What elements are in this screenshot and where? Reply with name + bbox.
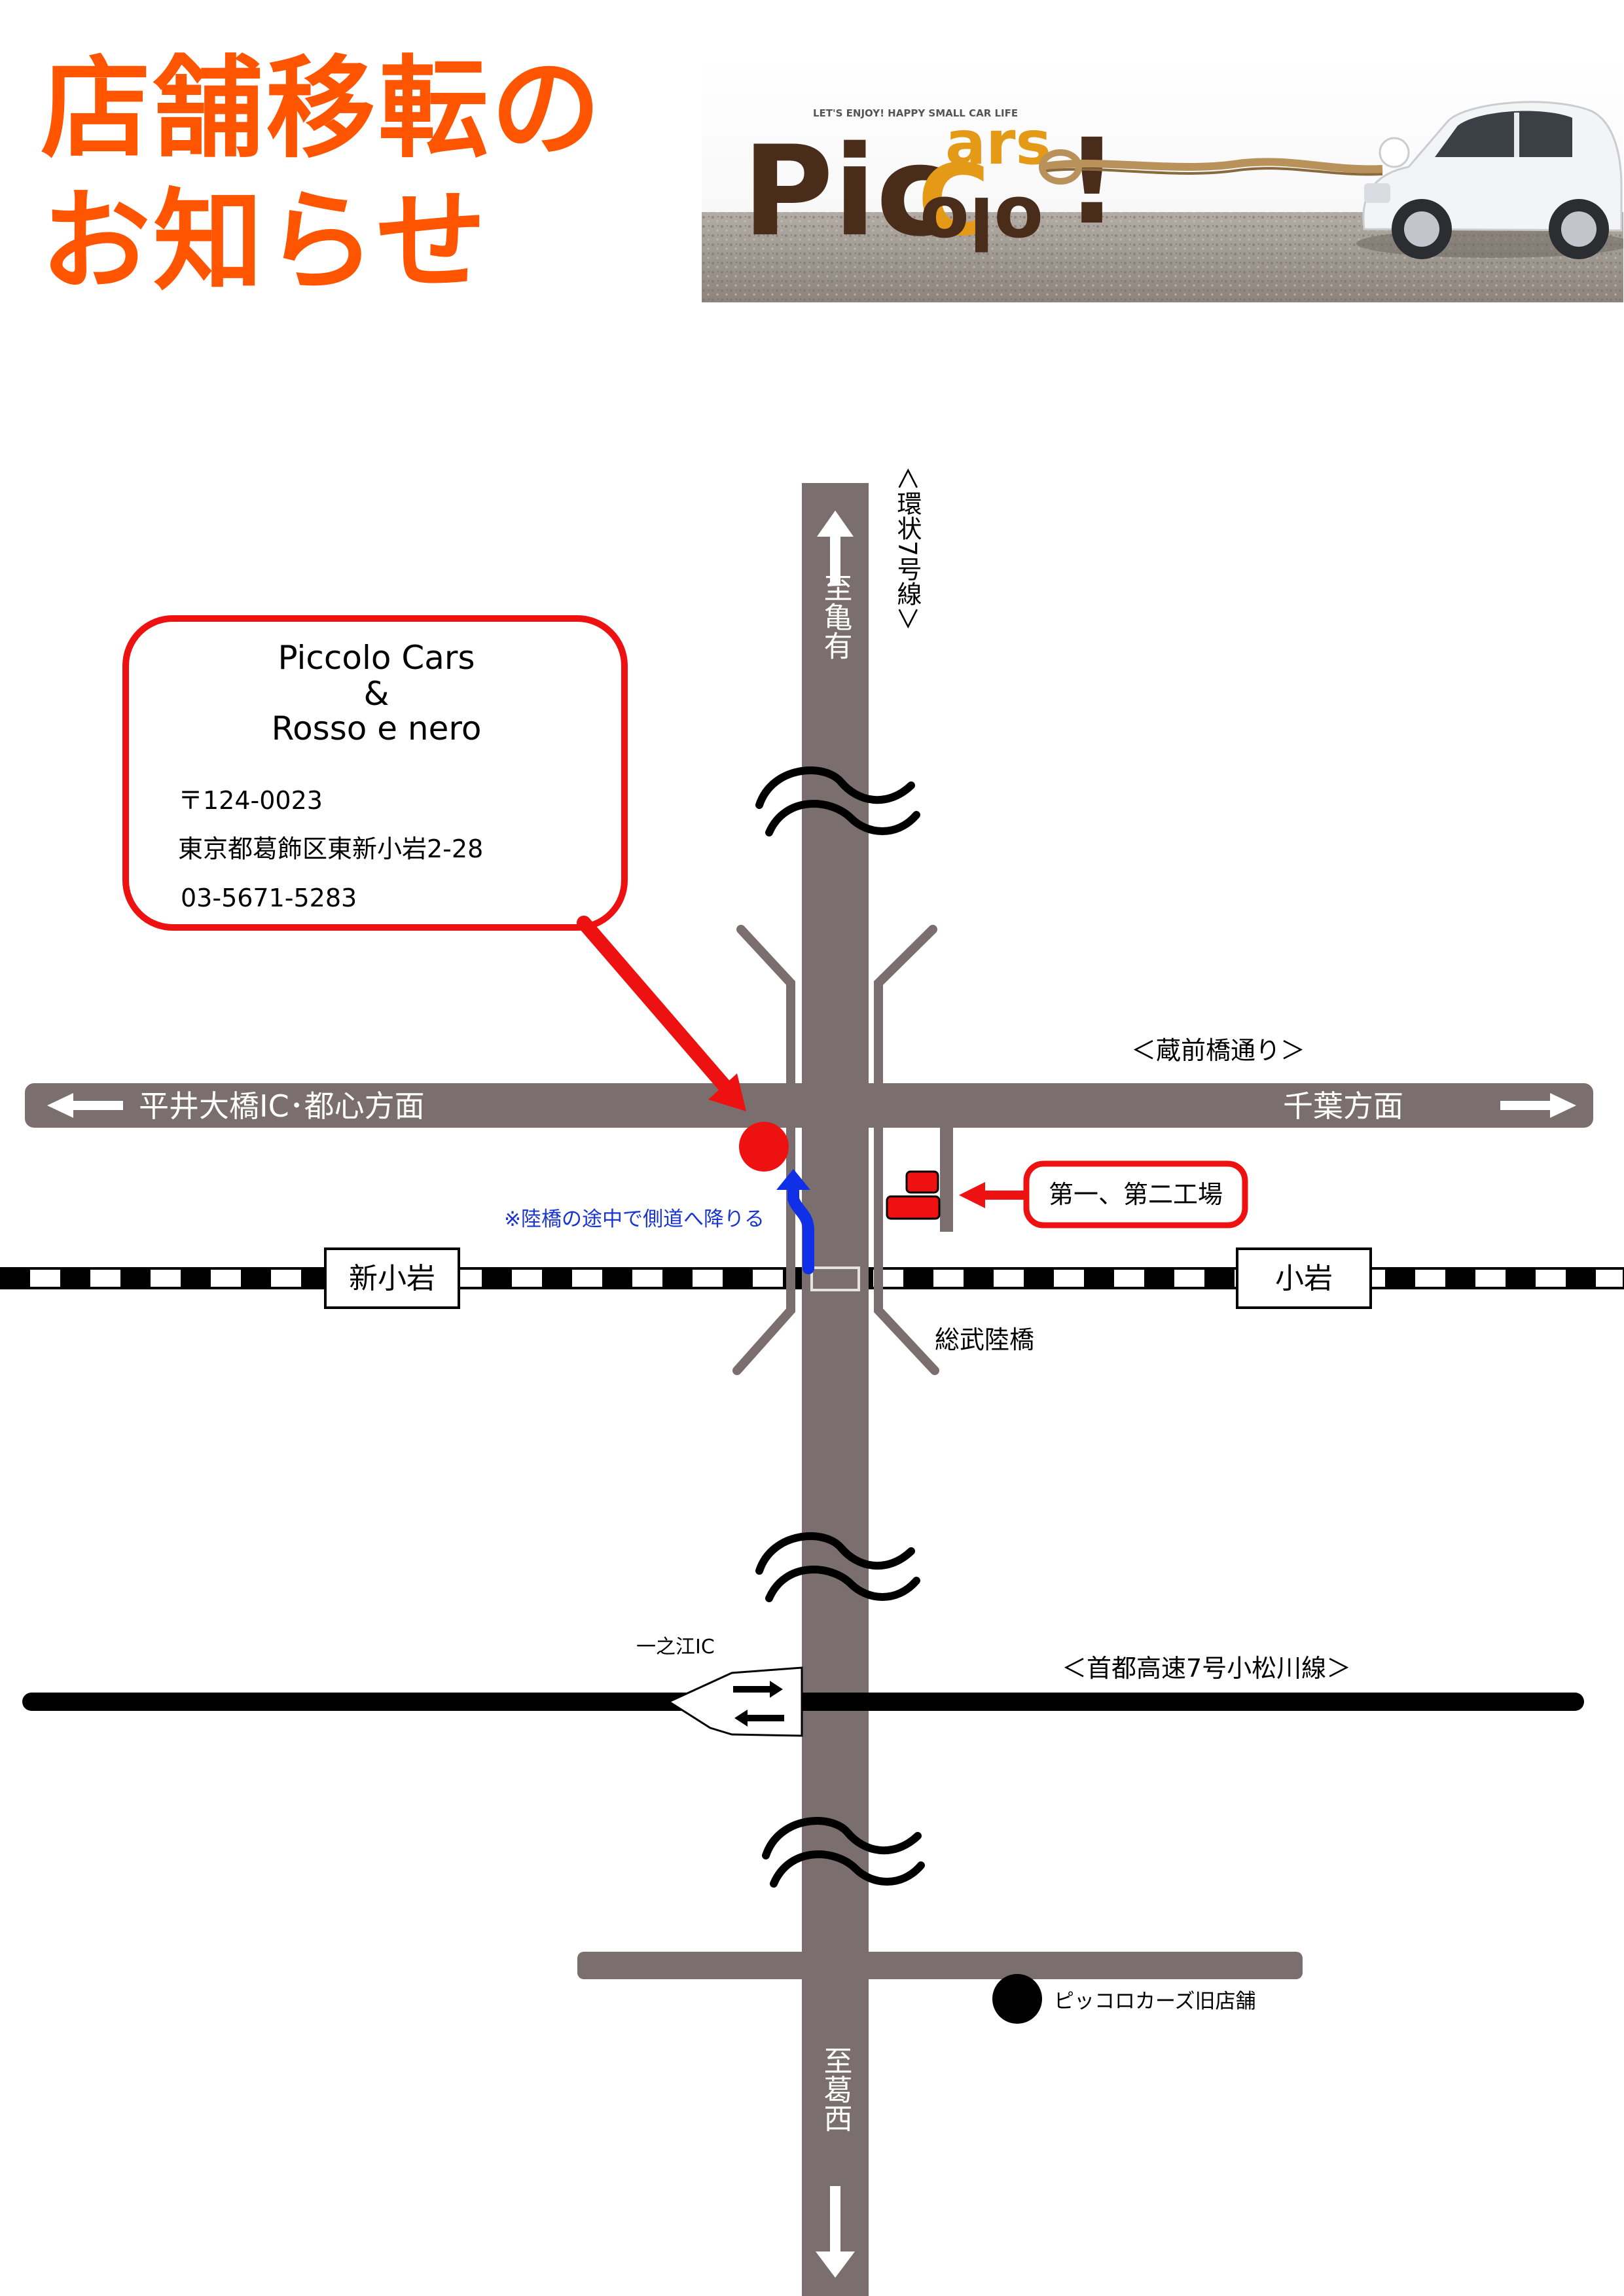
ichinoe-interchange: [666, 1666, 803, 1737]
shop-postal-code: 〒124-0023: [178, 786, 323, 815]
car-illustration: [1356, 101, 1623, 259]
old-store-label: ピッコロカーズ旧店舗: [1054, 1990, 1255, 2013]
red-dot-icon: [739, 1122, 789, 1172]
koiwa-station: 小岩: [1236, 1247, 1372, 1309]
shop-name-line-3: Rosso e nero: [272, 709, 482, 747]
shop-pointer-arrow: [577, 916, 746, 1111]
shop-address: 東京都葛飾区東新小岩2-28: [178, 834, 483, 863]
station-east-label: 小岩: [1275, 1262, 1333, 1295]
shop-name-line-1: Piccolo Cars: [278, 639, 475, 677]
svg-text:ars: ars: [945, 108, 1051, 178]
svg-text:Pic: Pic: [742, 119, 950, 264]
west-direction-label: 平井大橋IC･都心方面: [139, 1088, 425, 1124]
road-break-wave-icon: [755, 1532, 920, 1602]
svg-text:!: !: [1065, 114, 1119, 251]
side-road-route-arrow: [776, 1169, 814, 1274]
title-line-1: 店舗移転の: [41, 45, 604, 173]
north-arrow-icon: [817, 511, 854, 586]
factory-label: 第一、第二工場: [1049, 1180, 1223, 1209]
north-destination-label: 至亀有: [819, 573, 852, 660]
svg-text:olo: olo: [920, 181, 1043, 264]
sobu-bridge-label: 総武陸橋: [935, 1325, 1034, 1354]
shop-info-box: Piccolo Cars & Rosso e nero 〒124-0023 東京…: [122, 615, 628, 931]
piccolo-cars-banner: LET'S ENJOY! HAPPY SMALL CAR LIFE Pic C …: [702, 59, 1623, 302]
expressway-label: ＜首都高速7号小松川線＞: [1062, 1654, 1351, 1683]
building-icon: [886, 1170, 941, 1220]
piccolo-cars-logo: Pic C ars olo !: [742, 108, 1119, 264]
ichinoe-ic-label: 一之江IC: [636, 1636, 715, 1659]
shop-phone: 03-5671-5283: [181, 884, 357, 912]
shop-name-line-2: &: [364, 675, 389, 713]
side-road-note: ※陸橋の途中で側道へ降りる: [504, 1208, 765, 1231]
road-break-wave-icon: [762, 1817, 925, 1888]
south-arrow-icon: [816, 2186, 855, 2278]
factory-pointer-arrow: [959, 1182, 1028, 1208]
ring-road-label: ＜環状7号線＞: [893, 466, 922, 631]
east-arrow-icon: [1500, 1093, 1576, 1118]
east-direction-label: 千葉方面: [1283, 1088, 1403, 1124]
factory-access-road: [940, 1127, 953, 1232]
kuramae-road-label: ＜蔵前橋通り＞: [1131, 1036, 1305, 1065]
title-line-2: お知らせ: [41, 177, 489, 306]
south-destination-label: 至葛西: [819, 2046, 852, 2132]
svg-text:C: C: [918, 144, 990, 258]
west-arrow-icon: [47, 1093, 123, 1118]
shin-koiwa-station: 新小岩: [324, 1247, 460, 1309]
sobu-bridge-outline: [732, 925, 939, 1375]
two-way-arrows-icon: [733, 1681, 784, 1727]
road-break-wave-icon: [755, 766, 920, 836]
old-store-road: [577, 1952, 1303, 1979]
station-west-label: 新小岩: [349, 1262, 435, 1295]
banner-tagline: LET'S ENJOY! HAPPY SMALL CAR LIFE: [813, 107, 1018, 119]
factory-label-box: 第一、第二工場: [1023, 1160, 1248, 1229]
black-dot-icon: [992, 1974, 1042, 2024]
ring-road-7: [802, 483, 869, 2296]
